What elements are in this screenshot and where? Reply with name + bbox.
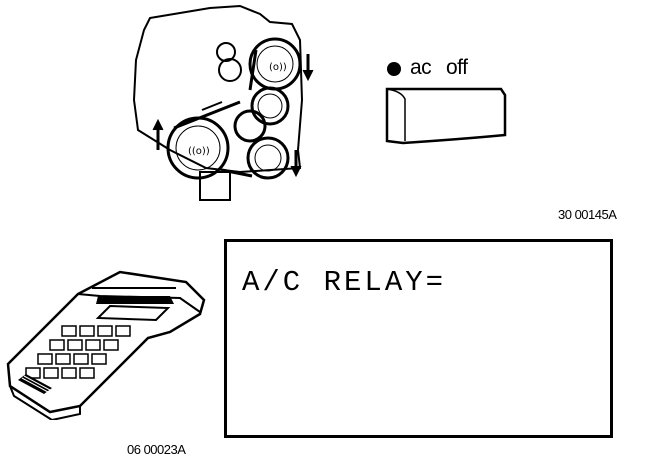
scan-tool-figure-ref: 06 00023A [127, 442, 186, 457]
svg-text:(o)): (o)) [269, 62, 287, 73]
ac-state-label: off [446, 56, 468, 79]
engine-figure-ref: 30 00145A [558, 207, 617, 222]
engine-belt-diagram: (o)) ((o)) [130, 0, 330, 210]
scan-tool-display: A/C RELAY= [224, 239, 613, 438]
svg-text:((o)): ((o)) [188, 146, 210, 157]
ac-indicator-label: ac [410, 56, 432, 79]
ac-switch-button [383, 83, 509, 147]
display-text: A/C RELAY= [242, 266, 447, 299]
scan-tool-device [0, 268, 215, 420]
ac-indicator-light-icon [387, 62, 401, 76]
